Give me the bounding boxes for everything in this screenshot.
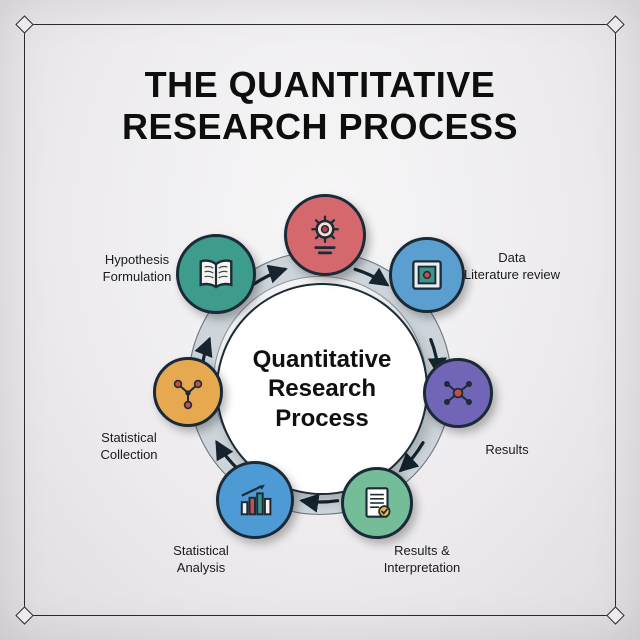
node-label-statistical-collection: Statistical Collection [100, 430, 158, 462]
flow-arrow [299, 493, 340, 513]
molecule-icon [168, 372, 208, 412]
node-label-results-interpretation: Results & Interpretation [383, 543, 461, 575]
bar-chart-icon [233, 478, 277, 522]
open-book-icon [192, 252, 240, 296]
network-nodes-icon [438, 373, 478, 413]
center-title: Quantitative Research Process [252, 346, 392, 432]
gear-icon [302, 212, 348, 258]
node-label-statistical-analysis: Statistical Analysis [173, 543, 229, 575]
framed-image-icon [406, 254, 448, 296]
process-node-hypothesis-formulation [176, 234, 256, 314]
process-node-setup [284, 194, 366, 276]
process-node-statistical-collection [153, 357, 223, 427]
flow-arrow [398, 441, 425, 473]
process-node-statistical-analysis [216, 461, 294, 539]
node-label-data-literature-review: Data Literature review [463, 250, 561, 282]
process-node-results-interpretation [341, 467, 413, 539]
process-node-data-literature-review [389, 237, 465, 313]
page-title: THE QUANTITATIVE RESEARCH PROCESS [0, 64, 640, 149]
page-title-line1: THE QUANTITATIVE [144, 64, 496, 105]
node-label-results: Results [485, 442, 529, 457]
node-label-hypothesis-formulation: Hypothesis Formulation [102, 252, 172, 284]
document-check-icon [356, 482, 398, 524]
page-title-line2: RESEARCH PROCESS [121, 106, 519, 148]
flow-arrow [353, 267, 390, 287]
process-node-results [423, 358, 493, 428]
